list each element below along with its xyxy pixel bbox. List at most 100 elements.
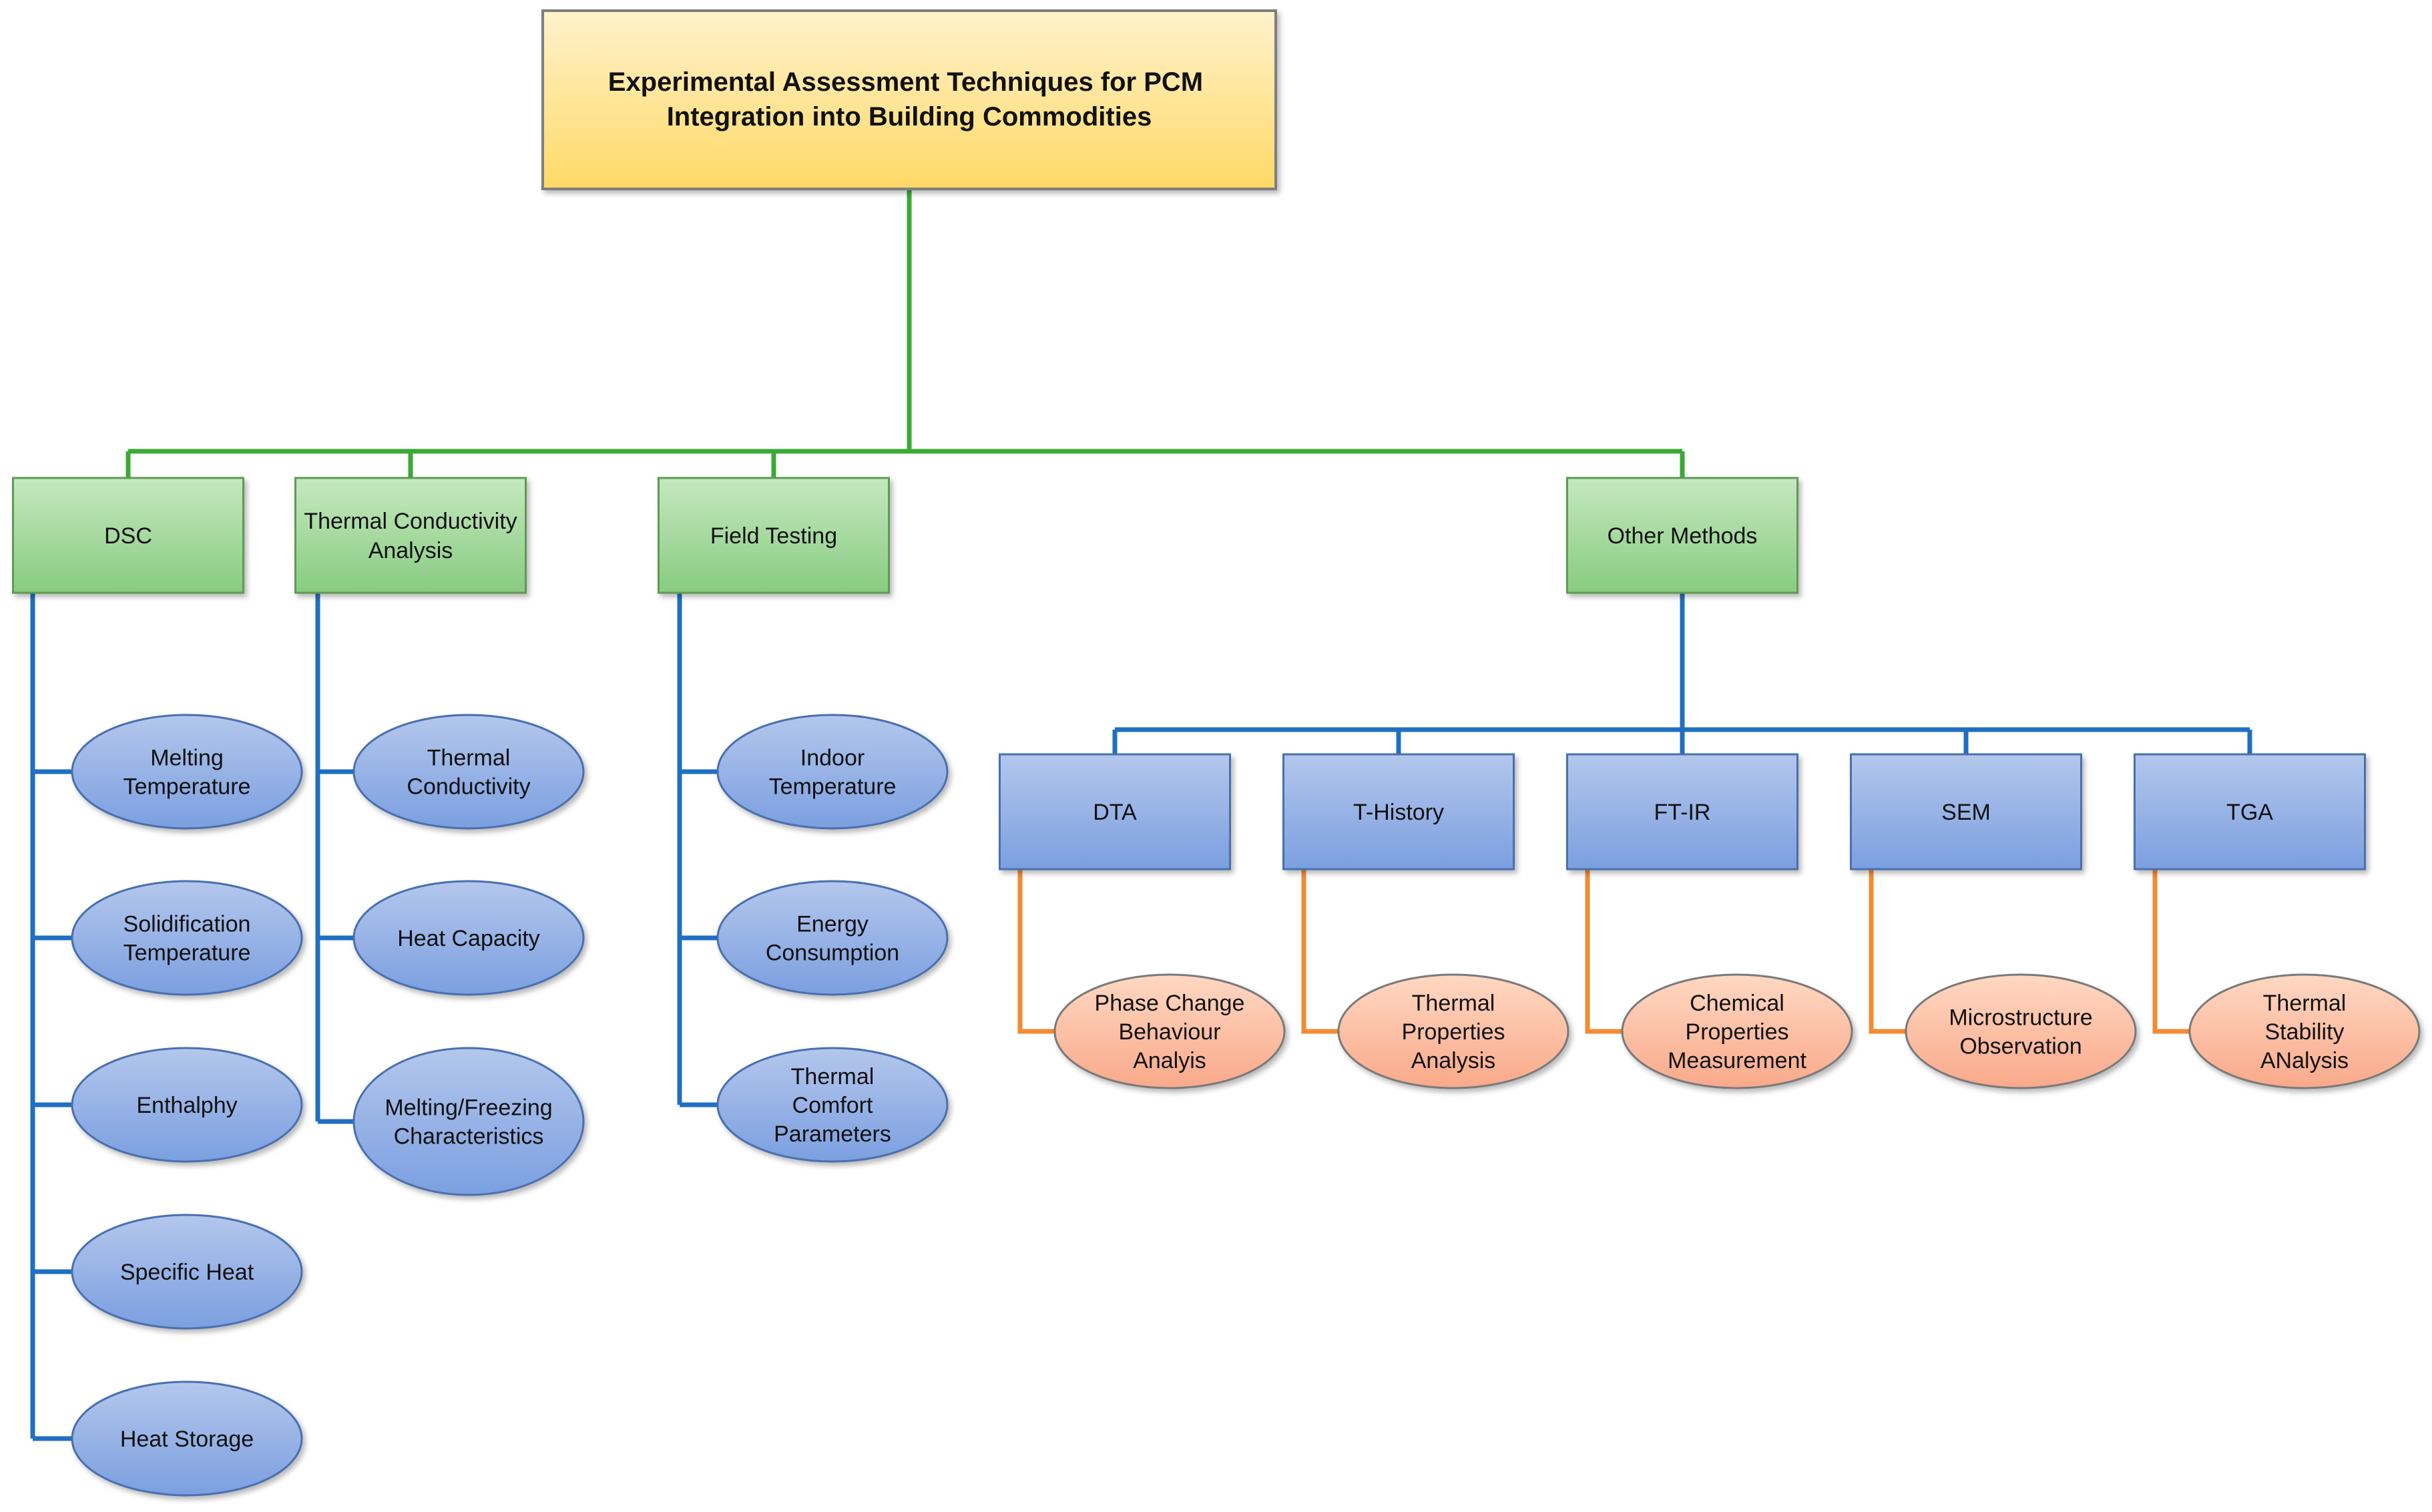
item-enthalphy-label: Enthalphy bbox=[136, 1093, 237, 1118]
property-ft-ir-label-line-2: Properties bbox=[1686, 1019, 1789, 1045]
item-heat-capacity: Heat Capacity bbox=[352, 880, 585, 996]
property-dta-label-line-2: Behaviour bbox=[1118, 1019, 1220, 1045]
item-solidification-temperature-label-line-2: Temperature bbox=[124, 940, 251, 965]
property-tga-label-line-2: Stability bbox=[2264, 1019, 2344, 1045]
category-other-methods-label-line-1: Other Methods bbox=[1608, 523, 1758, 549]
item-heat-storage-label: Heat Storage bbox=[120, 1427, 254, 1452]
property-sem-label-line-1: Microstructure bbox=[1949, 1005, 2092, 1030]
property-tga-oval bbox=[2188, 973, 2421, 1089]
category-field-testing-label-line-1: Field Testing bbox=[710, 523, 837, 549]
property-ft-ir-label-line-1: Chemical bbox=[1690, 991, 1784, 1016]
item-thermal-comfort-parameters-label-line-1: Thermal bbox=[791, 1064, 875, 1089]
category-other-methods-box bbox=[1566, 477, 1798, 594]
item-melting-temperature-oval bbox=[71, 714, 303, 830]
property-t-history-label-line-2: Properties bbox=[1402, 1019, 1505, 1045]
category-other-methods-label: Other Methods bbox=[1608, 523, 1758, 549]
method-t-history-label: T-History bbox=[1353, 800, 1444, 825]
item-melting-freezing-characteristics-label-line-1: Melting/Freezing bbox=[385, 1095, 552, 1120]
method-property-connector-4 bbox=[1869, 869, 1906, 1034]
diagram-nodes: Experimental Assessment Techniques for P… bbox=[12, 9, 2421, 1497]
root-title-line-2: Integration into Building Commodities bbox=[667, 102, 1152, 132]
method-tga-box bbox=[2134, 753, 2366, 870]
property-t-history-oval bbox=[1337, 973, 1569, 1089]
method-property-connector-1 bbox=[1017, 869, 1055, 1034]
item-specific-heat: Specific Heat bbox=[71, 1214, 303, 1330]
category-thermal-conductivity-analysis-label-line-2: Analysis bbox=[369, 538, 453, 563]
property-sem-label-line-2: Observation bbox=[1959, 1033, 2082, 1059]
method-dta-label-line-1: DTA bbox=[1093, 800, 1137, 825]
item-thermal-conductivity-oval bbox=[352, 714, 585, 830]
item-enthalphy: Enthalphy bbox=[71, 1047, 303, 1163]
root-node: Experimental Assessment Techniques for P… bbox=[541, 9, 1277, 190]
item-solidification-temperature-label-line-1: Solidification bbox=[124, 911, 251, 937]
method-t-history-box bbox=[1282, 753, 1515, 870]
item-thermal-conductivity-label-line-2: Conductivity bbox=[407, 774, 530, 799]
property-tga-label-line-1: Thermal bbox=[2263, 991, 2347, 1016]
category-thermal-conductivity-analysis-box bbox=[294, 477, 527, 594]
item-melting-freezing-characteristics-label-line-2: Characteristics bbox=[394, 1123, 544, 1149]
category-dsc-label: DSC bbox=[104, 523, 152, 549]
item-heat-capacity-label: Heat Capacity bbox=[397, 926, 540, 951]
property-dta-label-line-3: Analyis bbox=[1133, 1048, 1206, 1073]
method-property-connector-3 bbox=[1585, 869, 1622, 1034]
category-field-testing-label: Field Testing bbox=[710, 523, 837, 549]
property-sem-oval bbox=[1905, 973, 2137, 1089]
item-melting-freezing-characteristics-oval bbox=[352, 1047, 585, 1196]
item-indoor-temperature-label-line-1: Indoor bbox=[800, 745, 865, 770]
method-sem-box bbox=[1850, 753, 2082, 870]
method-t-history-label-line-1: T-History bbox=[1353, 800, 1444, 825]
method-ft-ir-box bbox=[1566, 753, 1798, 870]
category-dsc: DSC bbox=[12, 477, 244, 594]
item-heat-capacity-oval bbox=[352, 880, 585, 996]
property-t-history-label-line-3: Analysis bbox=[1411, 1048, 1496, 1073]
item-energy-consumption-label-line-2: Consumption bbox=[766, 940, 899, 965]
property-dta-label-line-1: Phase Change bbox=[1095, 991, 1245, 1016]
category-dsc-box bbox=[12, 477, 244, 594]
method-t-history: T-History bbox=[1282, 753, 1515, 870]
item-indoor-temperature-label-line-2: Temperature bbox=[769, 774, 897, 799]
category-dsc-label-line-1: DSC bbox=[104, 523, 152, 549]
method-ft-ir-label-line-1: FT-IR bbox=[1654, 800, 1711, 825]
item-heat-storage-label-line-1: Heat Storage bbox=[120, 1427, 254, 1452]
item-enthalphy-oval bbox=[71, 1047, 303, 1163]
item-heat-capacity-label-line-1: Heat Capacity bbox=[397, 926, 540, 951]
connector-lines bbox=[30, 189, 2252, 1441]
method-dta: DTA bbox=[999, 753, 1231, 870]
method-sem: SEM bbox=[1850, 753, 2082, 870]
item-heat-storage-oval bbox=[71, 1380, 303, 1497]
root-title-line-1: Experimental Assessment Techniques for P… bbox=[608, 67, 1203, 97]
method-tga: TGA bbox=[2134, 753, 2366, 870]
item-indoor-temperature-oval bbox=[716, 714, 949, 830]
property-t-history-label-line-1: Thermal bbox=[1412, 991, 1495, 1016]
category-field-testing: Field Testing bbox=[658, 477, 890, 594]
item-specific-heat-oval bbox=[71, 1214, 303, 1330]
property-ft-ir-oval bbox=[1621, 973, 1853, 1089]
category-other-methods: Other Methods bbox=[1566, 477, 1798, 594]
property-tga-label-line-3: ANalysis bbox=[2260, 1048, 2349, 1073]
item-thermal-comfort-parameters-label-line-3: Parameters bbox=[774, 1121, 891, 1147]
item-energy-consumption-oval bbox=[716, 880, 949, 996]
method-ft-ir-label: FT-IR bbox=[1654, 800, 1711, 825]
item-thermal-comfort-parameters-oval bbox=[716, 1047, 949, 1163]
item-heat-storage: Heat Storage bbox=[71, 1380, 303, 1497]
